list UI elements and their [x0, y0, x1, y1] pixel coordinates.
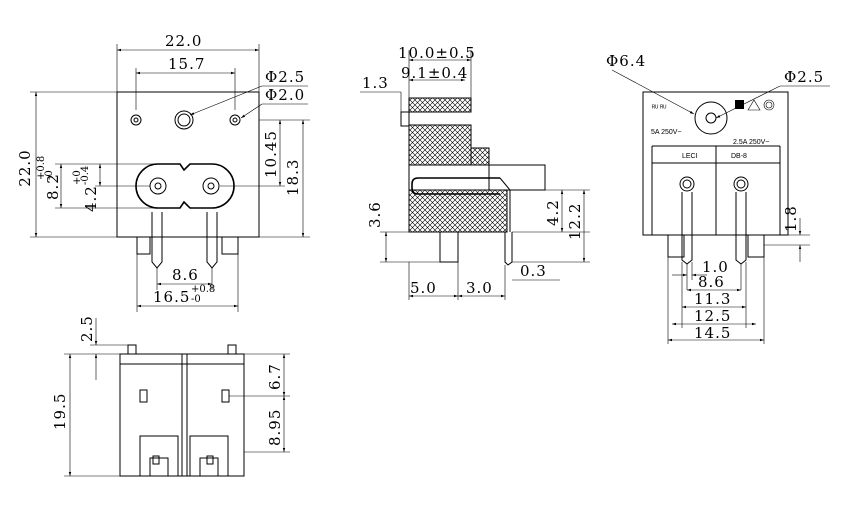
front-view: 22.0 15.7 Φ2.5 Φ2.0 22.0 8.2 +0.8 -0 4.2… — [16, 32, 310, 312]
dim-side-0-3: 0.3 — [520, 262, 547, 280]
dim-side-1-3: 1.3 — [362, 74, 389, 92]
dim-side-5-0: 5.0 — [410, 279, 437, 297]
dim-side-4-2: 4.2 — [544, 199, 562, 226]
rear-pin-right — [733, 176, 749, 192]
dim-side-3-0: 3.0 — [466, 279, 493, 297]
terminal-right — [206, 212, 218, 269]
dim-rear-14-5: 14.5 — [694, 324, 731, 342]
dim-dia-small: Φ2.0 — [265, 86, 305, 104]
ce-mark-icon — [735, 100, 744, 109]
dim-18-3: 18.3 — [284, 159, 302, 196]
dim-bottom-19-5: 19.5 — [51, 393, 69, 430]
dim-bottom-6-7: 6.7 — [266, 363, 284, 390]
figure8-socket — [135, 163, 235, 209]
svg-text:+0.8: +0.8 — [191, 284, 215, 295]
triangle-mark-icon — [747, 99, 761, 111]
front-body — [116, 91, 260, 238]
dim-width-total: 22.0 — [165, 32, 202, 50]
brand-label: LECI — [682, 153, 698, 160]
mount-hole-left — [130, 114, 142, 126]
svg-text:-0.4: -0.4 — [80, 166, 91, 185]
rear-view: ᴿᵁ ᴿᵁ 5A 250V~ 2.5A 250V~ LECI DB-8 Φ6.4… — [606, 52, 830, 344]
rear-center-boss — [694, 101, 728, 135]
dim-rear-1-8: 1.8 — [782, 205, 800, 232]
dim-bottom-2-5: 2.5 — [78, 315, 96, 342]
rear-pin-left — [679, 176, 695, 192]
mount-hole-right — [229, 114, 241, 126]
side-view: 10.0±0.5 9.1±0.4 1.3 3.6 4.2 12.2 0.3 5.… — [360, 44, 590, 300]
dim-side-12-2: 12.2 — [566, 203, 584, 240]
svg-text:-0: -0 — [44, 170, 55, 180]
rating-left: 5A 250V~ — [651, 129, 682, 136]
dim-10-45: 10.45 — [262, 130, 280, 178]
svg-text:+0.8: +0.8 — [36, 156, 47, 180]
dim-8-2: 8.2 — [44, 173, 62, 200]
rating-right: 2.5A 250V~ — [733, 139, 769, 146]
svg-text:-0: -0 — [191, 294, 201, 305]
dim-height-total: 22.0 — [16, 149, 34, 186]
socket-pin-left — [149, 177, 167, 195]
dim-rear-11-3: 11.3 — [694, 290, 731, 308]
ccc-mark-icon — [763, 99, 775, 111]
socket-pin-right — [202, 177, 220, 195]
dim-base-width: 16.5 — [153, 288, 190, 306]
dim-bottom-8-95: 8.95 — [266, 409, 284, 446]
dim-rear-12-5: 12.5 — [694, 307, 731, 325]
bottom-view: 2.5 19.5 6.7 8.95 — [51, 315, 290, 477]
side-contact — [411, 177, 500, 195]
svg-text:+0: +0 — [72, 170, 83, 185]
dim-pin-pitch: 8.6 — [172, 266, 199, 284]
mount-hole-center — [174, 110, 194, 130]
dim-rear-1-0: 1.0 — [702, 258, 729, 276]
ul-mark-icon: ᴿᵁ ᴿᵁ — [652, 105, 666, 112]
dim-rear-dia-2-5: Φ2.5 — [784, 68, 824, 86]
terminal-left — [151, 212, 163, 269]
dim-rear-dia-6-4: Φ6.4 — [606, 52, 646, 70]
dim-rear-8-6: 8.6 — [698, 273, 725, 291]
dim-side-10-0: 10.0±0.5 — [398, 44, 476, 62]
model-label: DB-8 — [731, 153, 747, 160]
bottom-slot-right — [221, 389, 230, 403]
dim-4-2: 4.2 — [82, 185, 100, 212]
dim-hole-span: 15.7 — [168, 55, 205, 73]
dim-side-3-6: 3.6 — [366, 201, 384, 228]
dim-side-9-1: 9.1±0.4 — [401, 64, 468, 82]
bottom-slot-left — [139, 389, 148, 403]
dim-dia-large: Φ2.5 — [265, 68, 305, 86]
